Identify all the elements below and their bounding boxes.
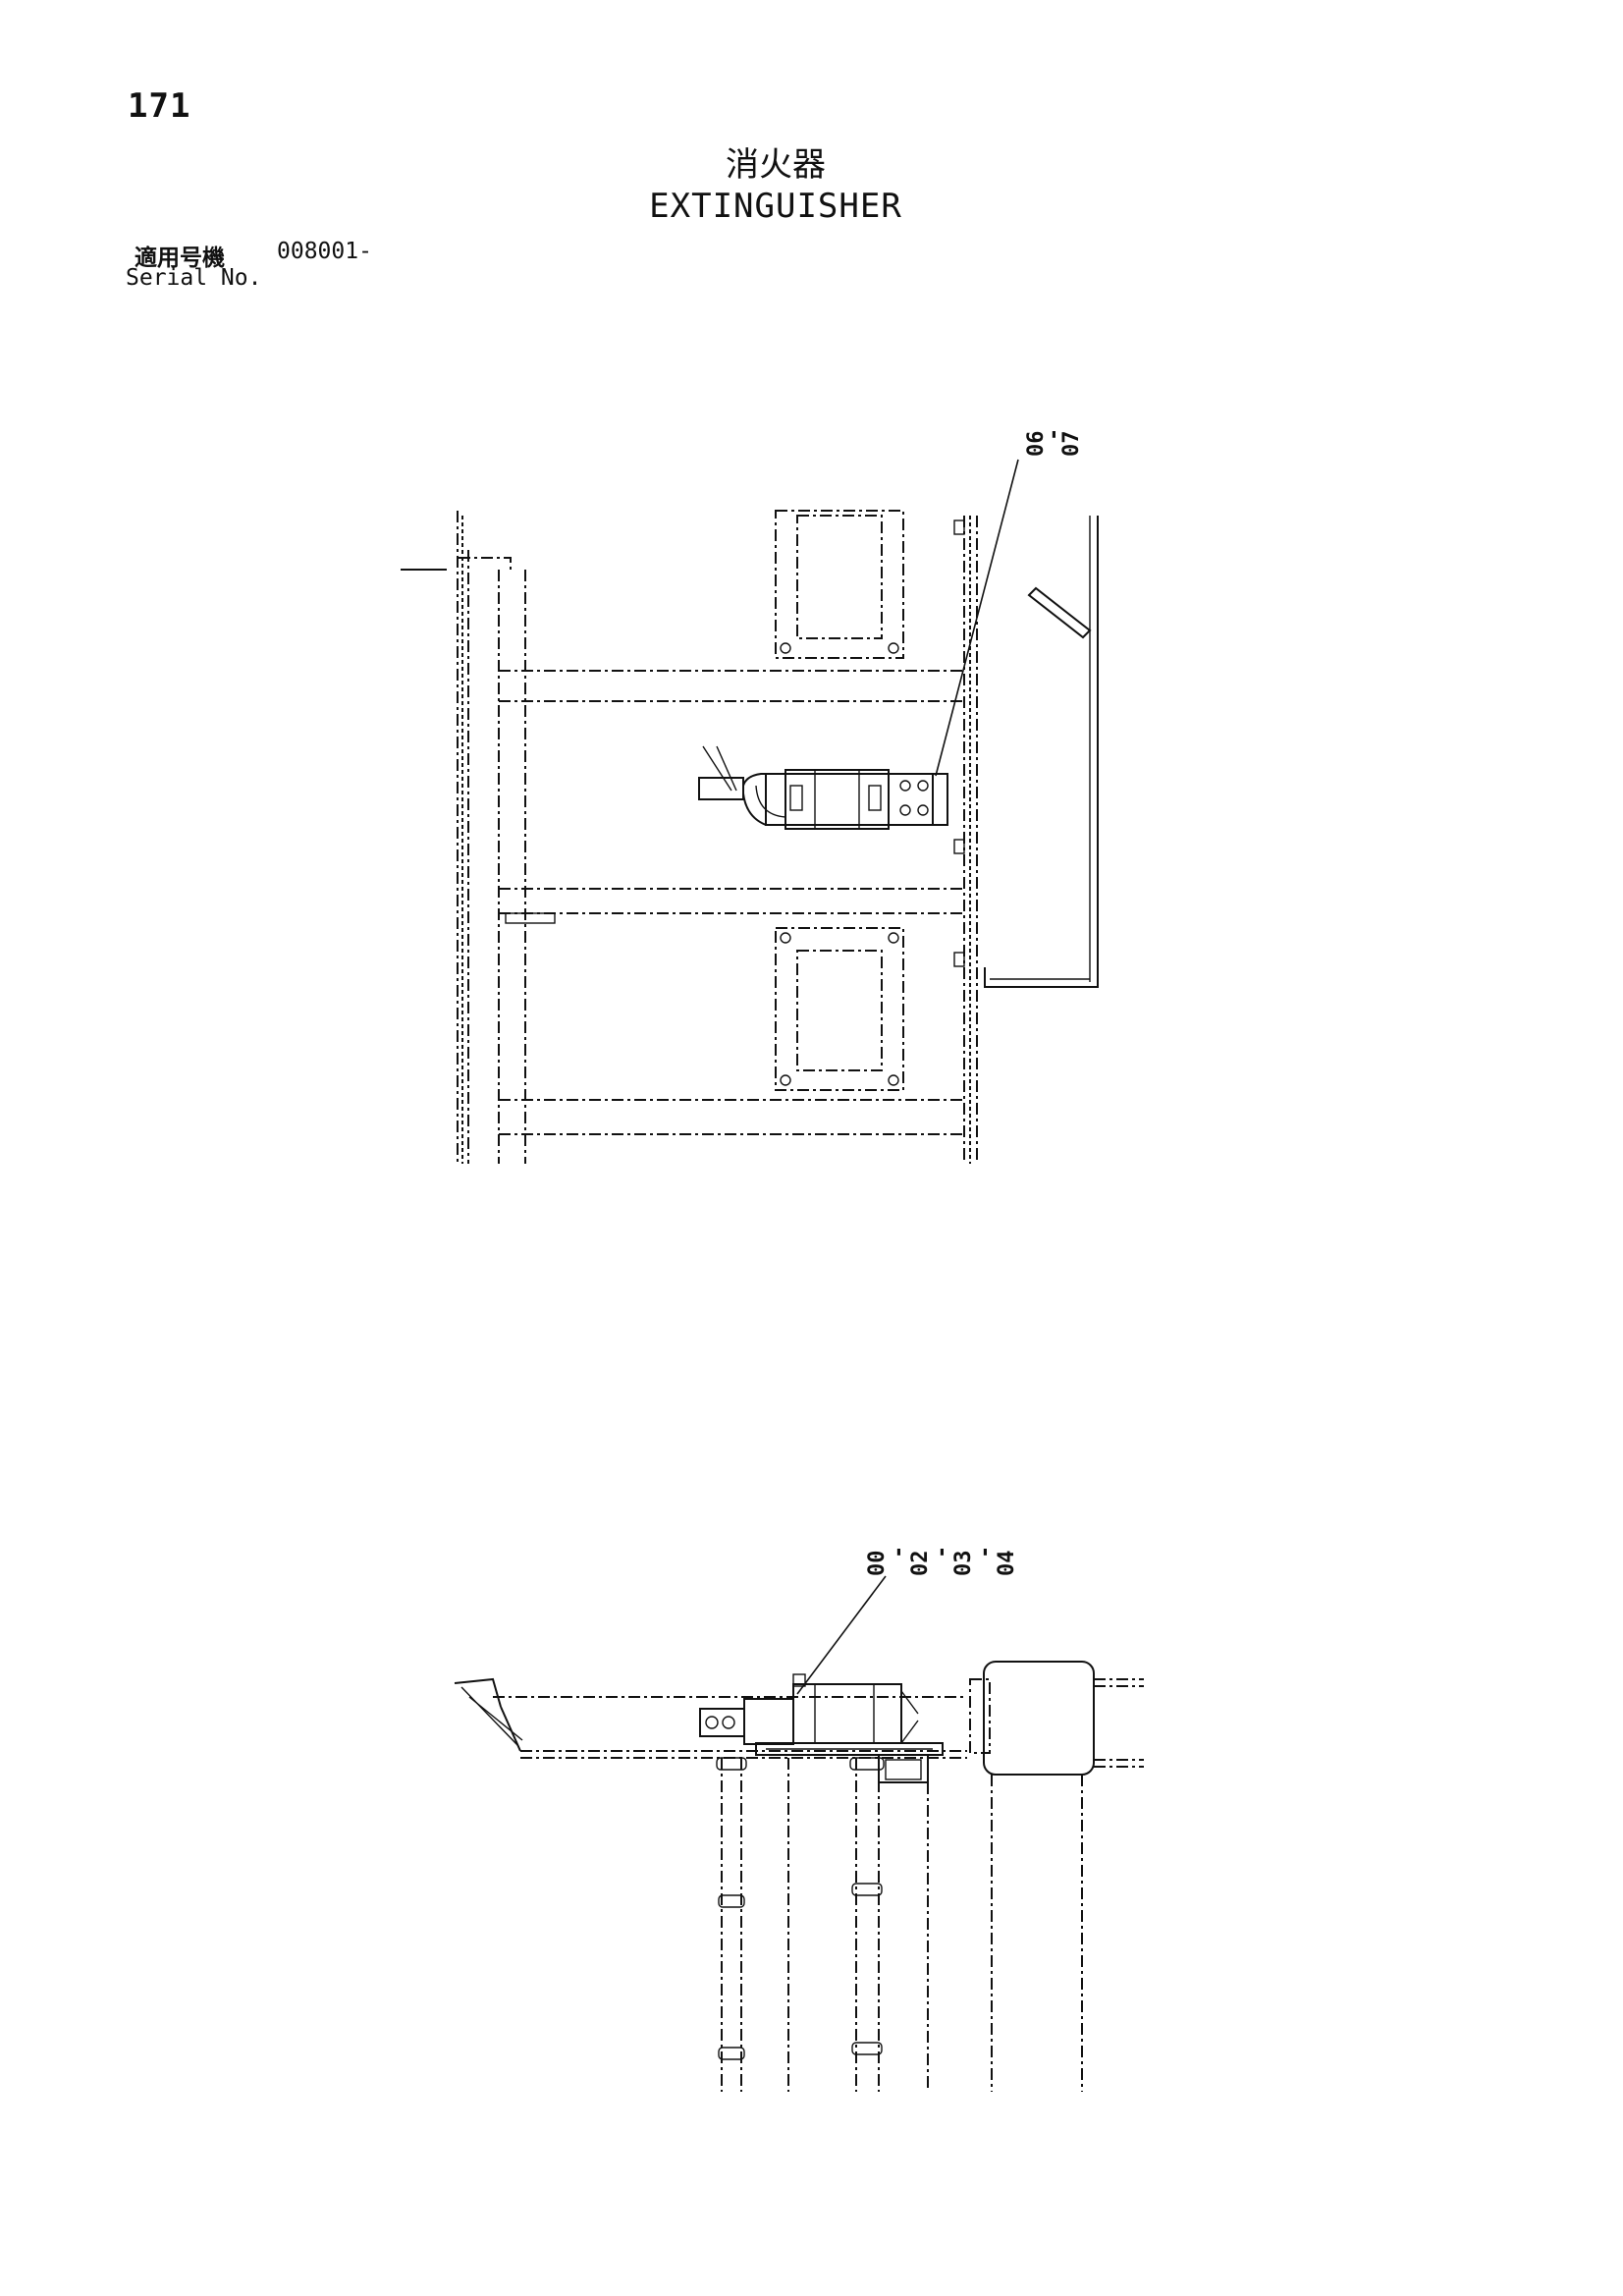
- callout-02: 02: [908, 1551, 933, 1577]
- callout-07: 07: [1059, 431, 1084, 458]
- page-number: 171: [128, 86, 191, 126]
- callout-03: 03: [951, 1551, 976, 1577]
- svg-text:-: -: [1042, 428, 1066, 441]
- extinguisher-side-view: [699, 1673, 944, 1756]
- svg-text:-: -: [887, 1546, 911, 1558]
- svg-text:-: -: [930, 1546, 954, 1558]
- callout-04: 04: [995, 1551, 1019, 1577]
- callout-00: 00: [865, 1551, 890, 1577]
- svg-text:-: -: [973, 1546, 998, 1558]
- top-view-drawing: 06 - 07: [401, 428, 1099, 1164]
- serial-label-english: Serial No.: [126, 265, 262, 291]
- extinguisher-top-view: [698, 745, 948, 830]
- serial-number-value: 008001-: [277, 239, 372, 264]
- callout-06: 06: [1024, 431, 1049, 458]
- title-japanese: 消火器: [726, 145, 826, 185]
- title-english: EXTINGUISHER: [649, 187, 902, 226]
- serial-label-japanese: 適用号機: [135, 246, 225, 271]
- side-view-drawing: 00 - 02 - 03 - 04: [454, 1546, 1144, 2092]
